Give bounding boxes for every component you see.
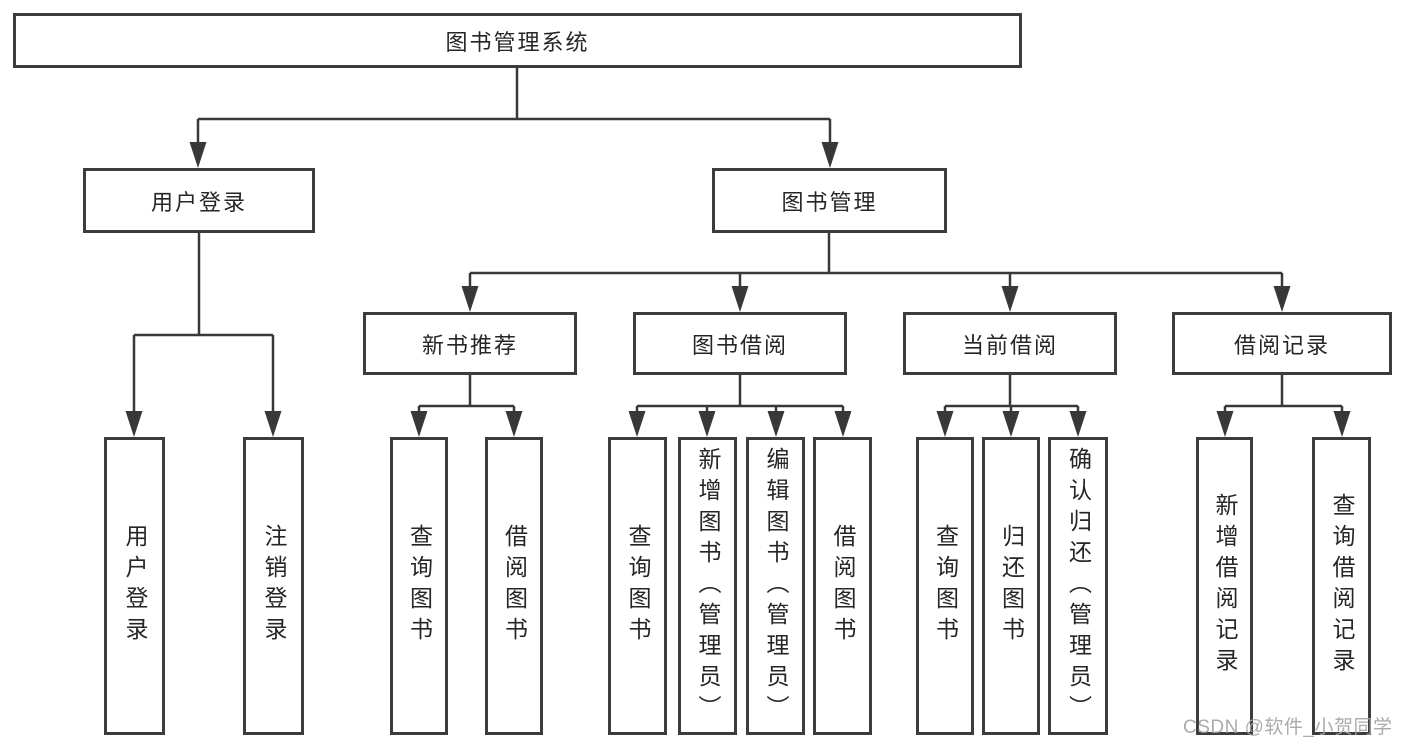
leaf-current-return-label: 归还图书 xyxy=(998,524,1025,648)
node-book-borrow-label: 图书借阅 xyxy=(691,332,788,358)
arrowhead xyxy=(410,411,428,437)
leaf-user-login-label: 用户登录 xyxy=(122,524,148,648)
arrowhead xyxy=(821,142,839,168)
node-book-management: 图书管理 xyxy=(712,168,947,233)
arrowhead xyxy=(1002,411,1020,437)
leaf-borrow-add: 新增图书（管理员） xyxy=(678,437,737,735)
leaf-borrow-add-label: 新增图书（管理员） xyxy=(695,446,721,726)
node-user-login-label: 用户登录 xyxy=(150,189,247,215)
leaf-current-query: 查询图书 xyxy=(916,437,974,735)
node-root-label: 图书管理系统 xyxy=(445,29,590,55)
leaf-records-query-label: 查询借阅记录 xyxy=(1329,493,1355,679)
leaf-newbooks-borrow: 借阅图书 xyxy=(485,437,543,735)
leaf-records-add-label: 新增借阅记录 xyxy=(1212,493,1238,679)
arrowhead xyxy=(731,286,749,312)
node-book-borrow: 图书借阅 xyxy=(633,312,847,375)
leaf-borrow-query: 查询图书 xyxy=(608,437,667,735)
leaf-borrow-edit: 编辑图书（管理员） xyxy=(746,437,805,735)
node-new-books: 新书推荐 xyxy=(363,312,577,375)
leaf-borrow-query-label: 查询图书 xyxy=(625,524,651,648)
leaf-records-add: 新增借阅记录 xyxy=(1196,437,1253,735)
arrowhead xyxy=(1273,286,1291,312)
leaf-current-return: 归还图书 xyxy=(982,437,1040,735)
arrowhead xyxy=(505,411,523,437)
node-new-books-label: 新书推荐 xyxy=(421,332,518,358)
arrowhead xyxy=(767,411,785,437)
leaf-current-confirm-return: 确认归还（管理员） xyxy=(1048,437,1108,735)
arrowhead xyxy=(1069,411,1087,437)
leaf-newbooks-query-label: 查询图书 xyxy=(406,524,433,648)
arrowhead xyxy=(189,142,207,168)
node-borrow-records: 借阅记录 xyxy=(1172,312,1392,375)
connector-user-login-branch xyxy=(125,233,282,437)
connector-book-mgmt-to-level3 xyxy=(461,233,1291,312)
node-user-login: 用户登录 xyxy=(83,168,315,233)
arrowhead xyxy=(628,411,646,437)
arrowhead xyxy=(834,411,852,437)
leaf-records-query: 查询借阅记录 xyxy=(1312,437,1371,735)
connector-book-borrow-branch xyxy=(628,375,852,437)
node-book-management-label: 图书管理 xyxy=(781,189,878,215)
arrowhead xyxy=(1001,286,1019,312)
leaf-current-query-label: 查询图书 xyxy=(932,524,959,648)
arrowhead xyxy=(264,411,282,437)
connector-new-books-branch xyxy=(410,375,523,437)
arrowhead xyxy=(125,411,143,437)
leaf-current-confirm-return-label: 确认归还（管理员） xyxy=(1065,446,1092,726)
arrowhead xyxy=(698,411,716,437)
arrowhead xyxy=(1333,411,1351,437)
node-current-borrow-label: 当前借阅 xyxy=(961,332,1058,358)
arrowhead xyxy=(461,286,479,312)
connector-borrow-records-branch xyxy=(1216,375,1351,437)
leaf-user-login: 用户登录 xyxy=(104,437,165,735)
node-root: 图书管理系统 xyxy=(13,13,1022,68)
arrowhead xyxy=(1216,411,1234,437)
leaf-borrow-borrow: 借阅图书 xyxy=(813,437,872,735)
connector-current-borrow-branch xyxy=(936,375,1087,437)
watermark: CSDN @软件_小贺同学 xyxy=(1183,717,1393,738)
arrowhead xyxy=(936,411,954,437)
node-borrow-records-label: 借阅记录 xyxy=(1233,332,1330,358)
leaf-logout: 注销登录 xyxy=(243,437,304,735)
leaf-borrow-edit-label: 编辑图书（管理员） xyxy=(763,446,789,726)
leaf-logout-label: 注销登录 xyxy=(261,524,287,648)
node-current-borrow: 当前借阅 xyxy=(903,312,1117,375)
leaf-newbooks-borrow-label: 借阅图书 xyxy=(501,524,528,648)
leaf-newbooks-query: 查询图书 xyxy=(390,437,448,735)
leaf-borrow-borrow-label: 借阅图书 xyxy=(830,524,856,648)
connector-root-to-level2 xyxy=(189,68,839,168)
